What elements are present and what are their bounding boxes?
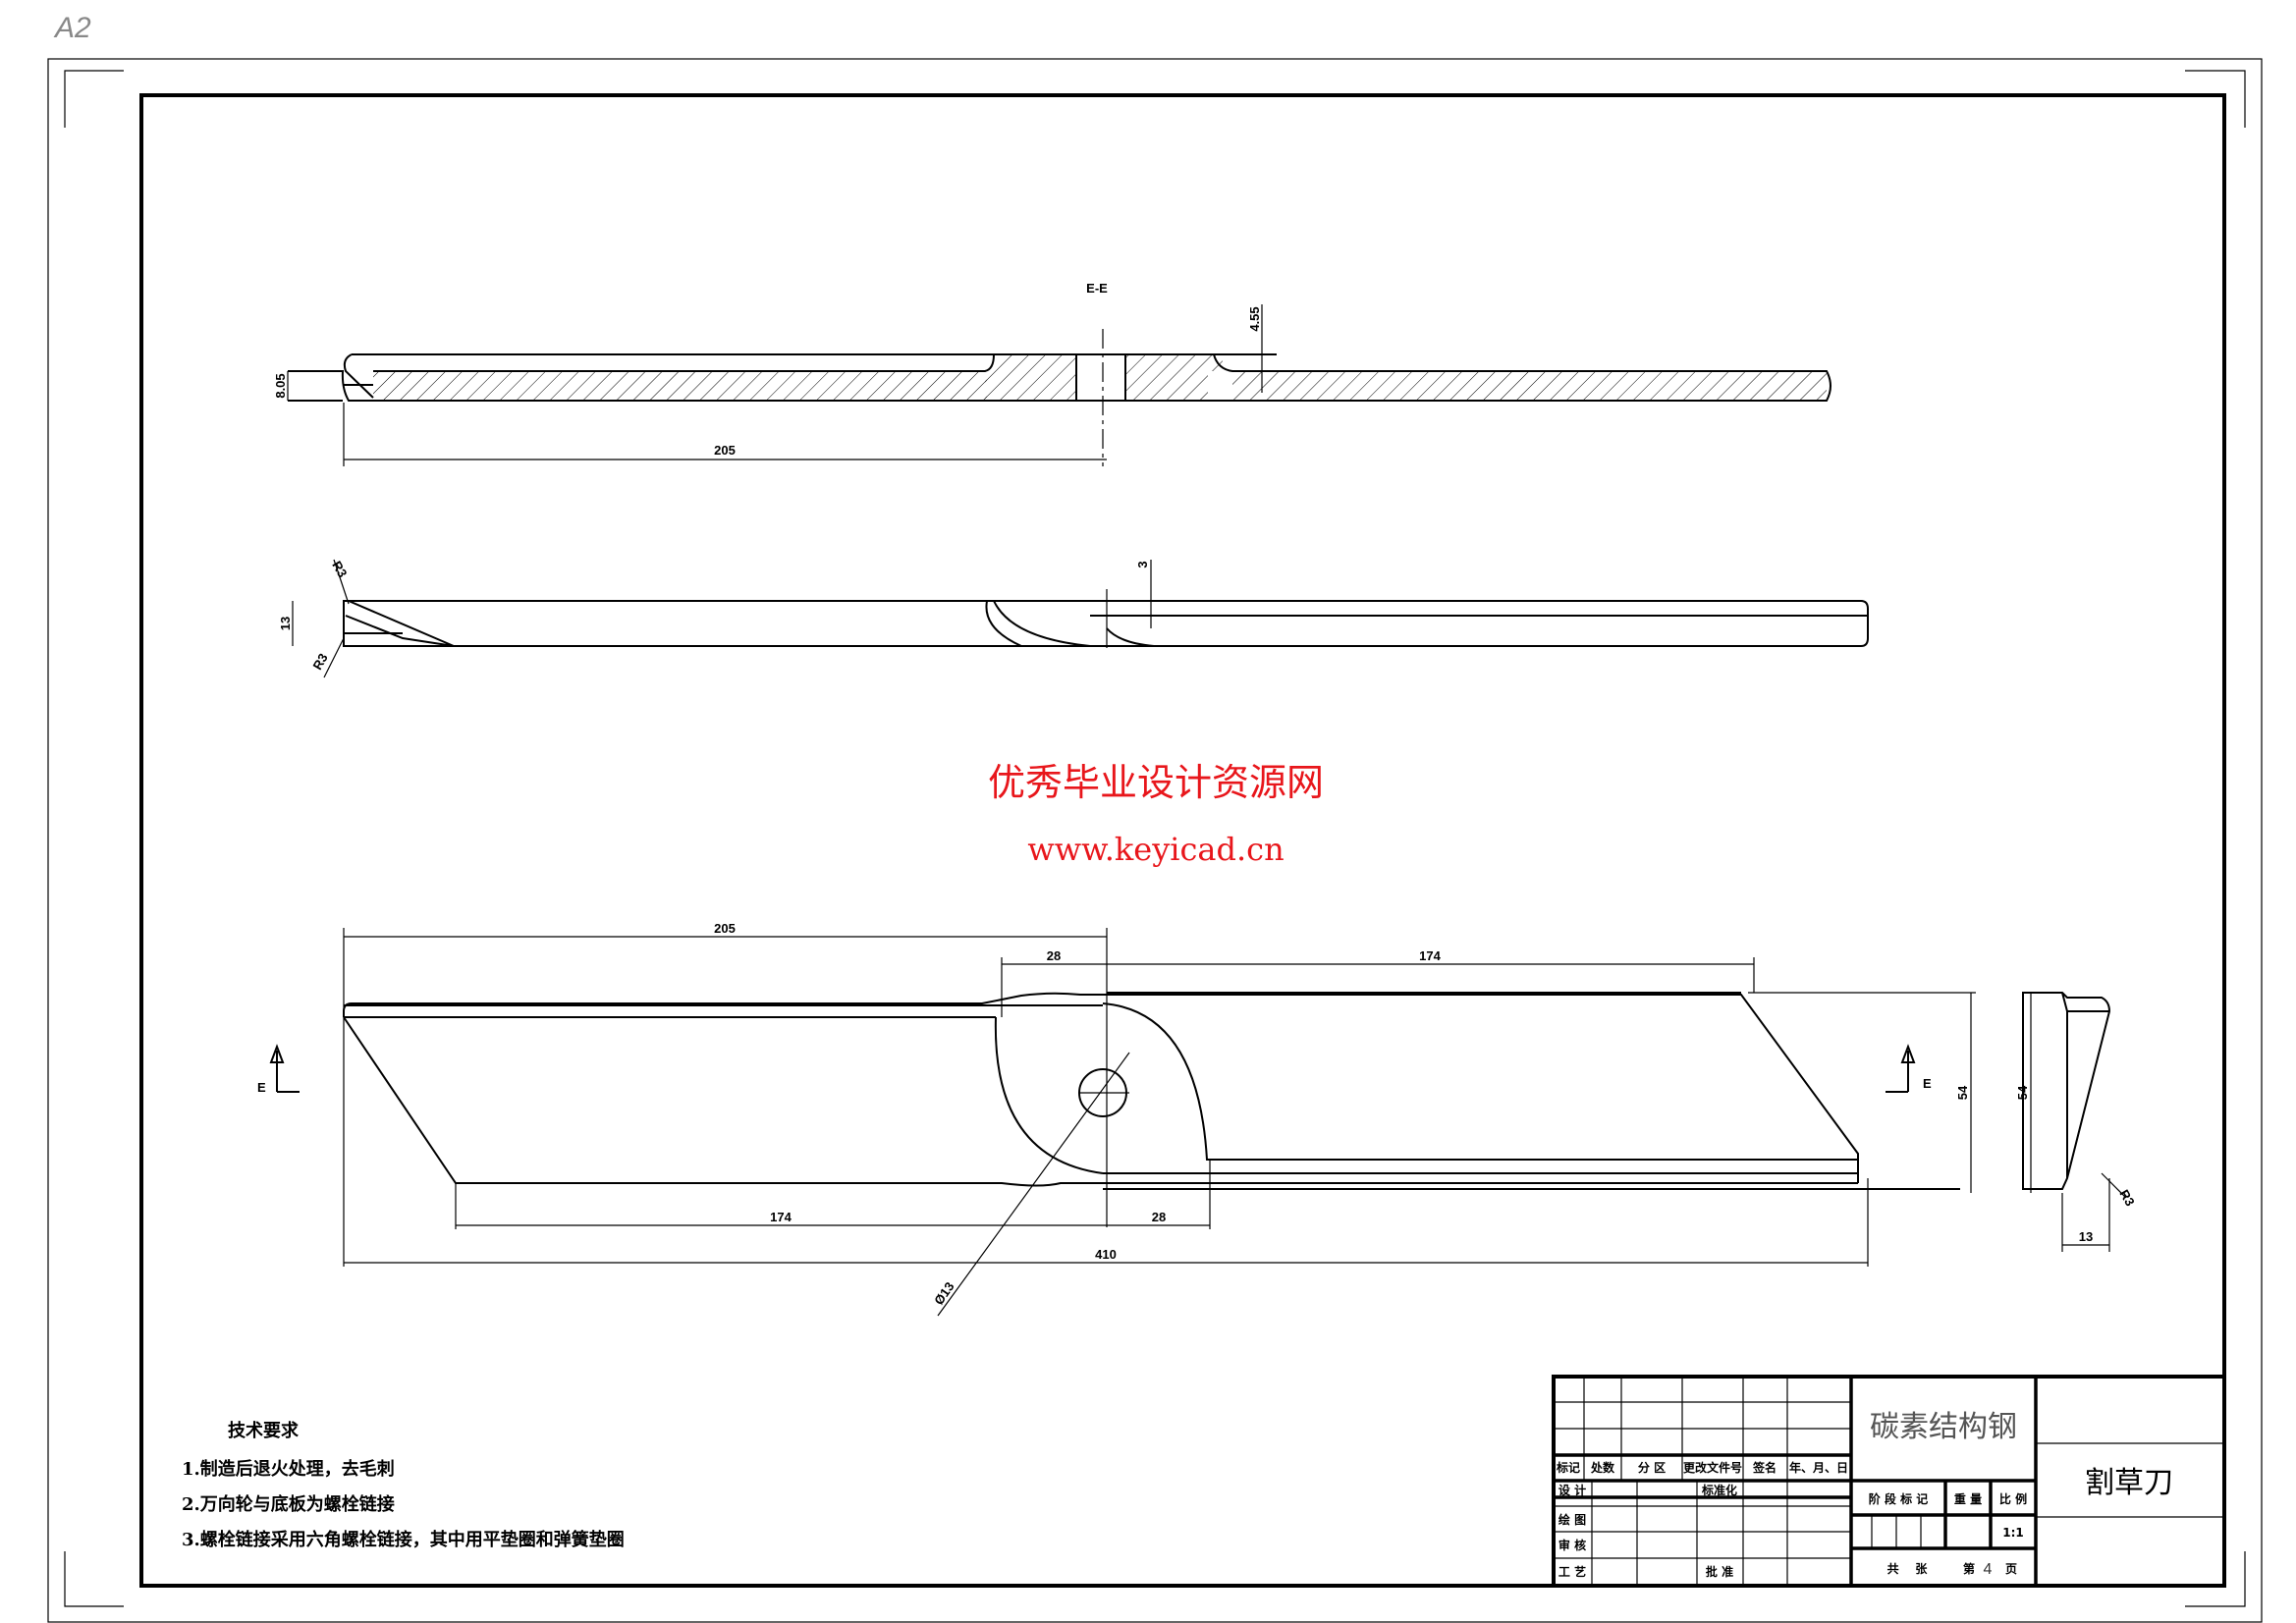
section-mark-right: E xyxy=(1923,1076,1932,1091)
dim-410: 410 xyxy=(1095,1247,1117,1262)
tech-requirements: 技术要求 1.制造后退火处理，去毛刺 2.万向轮与底板为螺栓链接 3.螺栓链接采… xyxy=(182,1420,625,1550)
stage-label: 阶 段 标 记 xyxy=(1869,1491,1929,1506)
section-arrow-right xyxy=(1886,1044,1916,1093)
sheet-number: 4 xyxy=(1984,1561,1993,1578)
dim-13-side: 13 xyxy=(2079,1229,2093,1244)
dim-174-top: 174 xyxy=(1419,948,1441,963)
edge-view: 3 13 R3 R3 xyxy=(278,559,1869,678)
outer-border xyxy=(47,58,2263,1623)
dim-8-05: 8.05 xyxy=(273,373,288,398)
page-label: 页 xyxy=(2005,1562,2017,1576)
role-review: 审 核 xyxy=(1558,1538,1586,1552)
approve-label: 批 准 xyxy=(1706,1564,1733,1579)
dim-r3-side: R3 xyxy=(2116,1187,2137,1209)
dim-174-bottom: 174 xyxy=(770,1210,792,1224)
corner-marks xyxy=(64,70,2246,1607)
role-drawing: 绘 图 xyxy=(1558,1512,1586,1527)
watermark-url: www.keyicad.cn xyxy=(1027,831,1284,868)
inner-frame xyxy=(139,93,2226,1588)
scale-value: 1:1 xyxy=(2002,1526,2024,1540)
dim-13: 13 xyxy=(278,617,293,630)
dim-3: 3 xyxy=(1135,561,1150,568)
watermark-title: 优秀毕业设计资源网 xyxy=(988,761,1324,804)
dim-205-plan: 205 xyxy=(714,921,736,936)
scale-label: 比 例 xyxy=(1999,1491,2027,1506)
tech-title: 技术要求 xyxy=(228,1420,300,1441)
role-process: 工 艺 xyxy=(1558,1564,1586,1579)
side-view: 54 13 R3 xyxy=(2015,992,2138,1252)
sheet-no-label: 第 xyxy=(1963,1561,1975,1576)
weight-label: 重 量 xyxy=(1954,1491,1982,1506)
section-view: E-E 205 8.05 4.55 xyxy=(273,281,1831,466)
dim-54-side: 54 xyxy=(2015,1085,2030,1100)
title-block: 碳素结构钢 割草刀 标记 处数 分 区 更改文件号 签名 年、月、日 设 计 绘… xyxy=(1552,1375,2226,1588)
dim-r3-top: R3 xyxy=(329,559,350,580)
sheet-size-label: A2 xyxy=(53,12,91,44)
section-arrow-left xyxy=(269,1044,300,1093)
tech-item: 3.螺栓链接采用六角螺栓链接，其中用平垫圈和弹簧垫圈 xyxy=(182,1529,625,1550)
rev-header: 标记 xyxy=(1556,1460,1580,1475)
dim-28-top: 28 xyxy=(1047,948,1061,963)
material-name: 碳素结构钢 xyxy=(1870,1410,2017,1444)
rev-header: 处数 xyxy=(1590,1460,1615,1475)
rev-header: 分 区 xyxy=(1638,1460,1666,1475)
dim-hole-dia: Ø13 xyxy=(931,1279,957,1308)
role-design: 设 计 xyxy=(1558,1483,1586,1497)
tech-item: 1.制造后退火处理，去毛刺 xyxy=(182,1458,395,1480)
tech-item: 2.万向轮与底板为螺栓链接 xyxy=(182,1493,395,1515)
rev-header: 更改文件号 xyxy=(1683,1460,1742,1475)
part-name: 割草刀 xyxy=(2085,1466,2173,1500)
dim-205: 205 xyxy=(714,443,736,458)
rev-header: 签名 xyxy=(1752,1460,1777,1475)
section-label: E-E xyxy=(1086,281,1108,296)
rev-header: 年、月、日 xyxy=(1789,1460,1848,1475)
standardize-label: 标准化 xyxy=(1701,1483,1737,1497)
plan-view: Ø13 205 28 174 174 28 410 54 E E xyxy=(257,921,1976,1317)
dim-r3-bottom: R3 xyxy=(309,651,330,673)
dim-4-55: 4.55 xyxy=(1247,306,1262,331)
dim-54: 54 xyxy=(1955,1085,1970,1100)
section-mark-left: E xyxy=(257,1080,266,1095)
dim-28-bottom: 28 xyxy=(1152,1210,1166,1224)
sheets-total-label: 共 张 xyxy=(1887,1561,1929,1576)
